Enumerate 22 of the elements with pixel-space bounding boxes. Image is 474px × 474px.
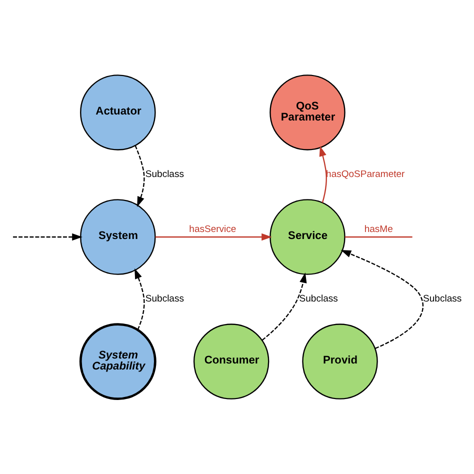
edge-label: hasMe	[364, 224, 393, 235]
edge-label: Subclass	[299, 294, 338, 305]
node-circle: QoS Parameter	[270, 74, 346, 150]
arrow	[13, 233, 82, 241]
arrow	[155, 233, 272, 241]
edge-label: Subclass	[423, 294, 462, 305]
edge-label: hasService	[189, 224, 236, 235]
arrow	[134, 268, 145, 330]
arrow	[134, 145, 145, 207]
node-circle: Provid	[302, 324, 378, 400]
edge-label: hasQoSParameter	[326, 169, 405, 180]
arrow	[262, 272, 307, 341]
arrow	[340, 250, 424, 349]
edge-label: Subclass	[145, 294, 184, 305]
node-circle: Actuator	[80, 74, 156, 150]
edge-label: Subclass	[145, 169, 184, 180]
node-circle: System	[80, 199, 156, 275]
node-circle: System Capability	[79, 323, 156, 400]
connector	[345, 236, 412, 238]
arrow	[319, 146, 327, 203]
node-circle: Consumer	[193, 324, 270, 400]
node-circle: Service	[270, 199, 346, 275]
